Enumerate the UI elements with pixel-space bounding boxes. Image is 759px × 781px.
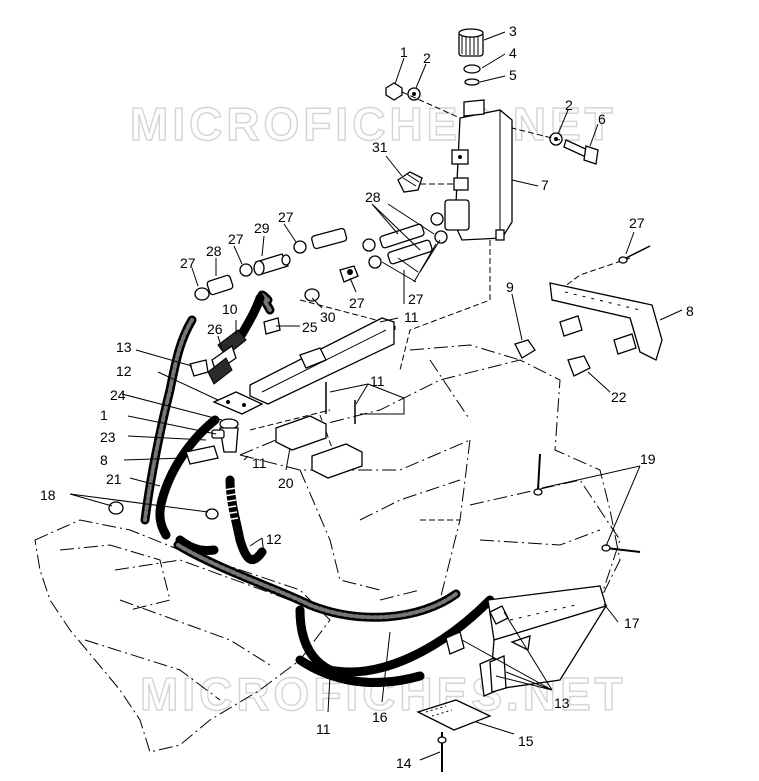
thermostat-housing (185, 418, 239, 465)
hose-section (387, 239, 433, 265)
clamp (189, 359, 209, 377)
clamp-bracket (397, 171, 454, 193)
callout-24: 12 (116, 363, 132, 379)
fitting (253, 253, 291, 276)
clamp (263, 317, 281, 335)
callout-11: 13 (554, 695, 570, 711)
hose-section (311, 227, 348, 250)
coolant-hose (173, 540, 495, 688)
mounting-bracket (549, 282, 663, 361)
callout-12: 19 (640, 451, 656, 467)
callout-8: 9 (506, 279, 514, 295)
callout-27: 27 (180, 255, 196, 271)
clamp (514, 339, 536, 359)
callout-2: 2 (565, 97, 573, 113)
fastener (325, 382, 356, 424)
clamp (430, 212, 444, 226)
coolant-hose (175, 475, 267, 564)
callout-21: 8 (100, 452, 108, 468)
callout-1: 1 (400, 44, 408, 60)
bolt (618, 245, 651, 264)
callout-13: 11 (404, 309, 419, 325)
callout-12: 11 (370, 373, 385, 389)
heat-exchanger (487, 585, 608, 691)
callout-7: 7 (541, 177, 549, 193)
callouts: 1 2 3 4 5 2 6 7 31 28 27 29 27 28 27 27 … (40, 23, 694, 771)
mounting-line (401, 91, 561, 141)
fastener (533, 453, 641, 553)
heat-shield (249, 317, 395, 405)
washer (407, 87, 421, 101)
callout-31: 31 (372, 139, 388, 155)
callout-11: 13 (116, 339, 132, 355)
callout-1: 24 (110, 387, 126, 403)
clamp (239, 263, 253, 277)
callout-27: 30 (320, 309, 336, 325)
callout-18: 20 (278, 475, 294, 491)
callout-27: 27 (278, 209, 294, 225)
callout-25: 26 (207, 321, 223, 337)
mount-plate (416, 699, 492, 731)
clamp (368, 255, 382, 269)
callout-14: 15 (518, 733, 534, 749)
filler-cap (458, 28, 484, 57)
callout-28: 28 (365, 189, 381, 205)
coolant-hose (237, 290, 275, 339)
coolant-hose (140, 315, 197, 525)
callout-11: 22 (611, 389, 627, 405)
callout-27: 27 (228, 231, 244, 247)
callout-15: 16 (372, 709, 388, 725)
callout-26: 10 (222, 301, 238, 317)
fastener (437, 732, 447, 772)
clamp (489, 655, 507, 693)
coolant-tank (444, 99, 513, 241)
callout-27: 27 (408, 291, 424, 307)
callout-5: 5 (509, 67, 517, 83)
callout-16: 11 (316, 721, 331, 737)
plug (339, 265, 359, 283)
callout-23: 1 (100, 407, 108, 423)
clamp (567, 355, 591, 377)
coolant-hose (155, 415, 220, 540)
clamp (293, 240, 307, 254)
callout-11: 25 (302, 319, 318, 335)
chassis-outline (34, 240, 631, 753)
clamp (362, 238, 376, 252)
callout-6: 6 (598, 111, 606, 127)
clamp (304, 288, 320, 302)
callout-9: 27 (629, 215, 645, 231)
callout-30: 27 (349, 295, 365, 311)
watermark-top: MICROFICHES.NET (130, 98, 617, 150)
callout-17: 12 (266, 531, 282, 547)
clamp (194, 287, 210, 301)
hose-spring (223, 487, 239, 521)
hose-section (206, 274, 234, 296)
callout-29: 29 (254, 220, 270, 236)
cap-seal (463, 64, 481, 86)
callout-19: 18 (40, 487, 56, 503)
callout-8: 11 (252, 455, 267, 471)
callout-12: 14 (396, 755, 412, 771)
callout-22: 23 (100, 429, 116, 445)
nut (385, 82, 403, 101)
callout-28: 28 (206, 243, 222, 259)
rubber-boot (207, 329, 247, 385)
flange-plate (212, 391, 264, 415)
hose-fitting (108, 501, 219, 520)
callout-10: 8 (686, 303, 694, 319)
bolt (563, 139, 599, 165)
callout-13: 17 (624, 615, 640, 631)
leader-lines (69, 31, 683, 761)
clamp (434, 230, 448, 244)
callout-20: 21 (106, 471, 122, 487)
callout-3: 3 (509, 23, 517, 39)
mount-bracket (275, 415, 363, 479)
callout-4: 4 (509, 45, 517, 61)
clamp (445, 631, 465, 655)
callout-2: 2 (423, 50, 431, 66)
